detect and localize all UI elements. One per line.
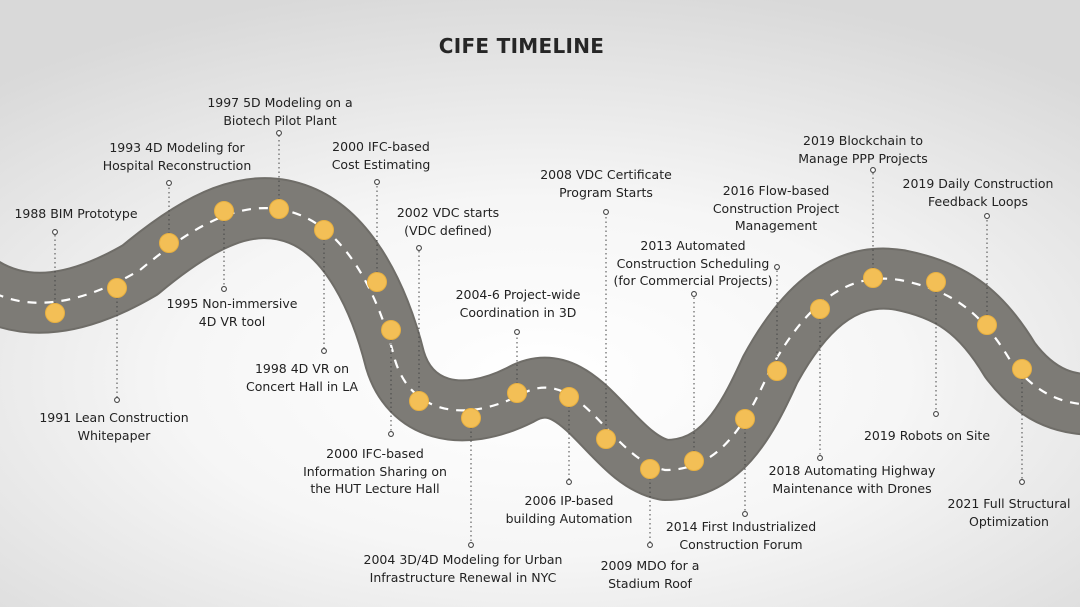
milestone-label: 2004 3D/4D Modeling for Urban Infrastruc…	[363, 552, 563, 585]
milestone-label: 1991 Lean Construction Whitepaper	[39, 410, 189, 443]
milestone-dot	[596, 429, 616, 449]
milestone-label: 2016 Flow-based Construction Project Man…	[712, 183, 840, 233]
milestone-dot	[45, 303, 65, 323]
milestone-label: 1998 4D VR on Concert Hall in LA	[245, 361, 359, 394]
leader-end-marker	[52, 229, 58, 235]
milestone-label: 1988 BIM Prototype	[14, 206, 138, 221]
milestone-dot	[684, 451, 704, 471]
leader-end-marker	[1019, 479, 1025, 485]
leader-end-marker	[388, 431, 394, 437]
leader-end-marker	[114, 397, 120, 403]
milestone-label: 2004-6 Project-wide Coordination in 3D	[455, 287, 581, 320]
leader-end-marker	[514, 329, 520, 335]
milestone-dot	[1012, 359, 1032, 379]
milestone-dot	[863, 268, 883, 288]
milestone-label: 2014 First Industrialized Construction F…	[665, 519, 817, 552]
milestone-dot	[977, 315, 997, 335]
timeline-title: CIFE TIMELINE	[438, 34, 605, 58]
milestone-dot	[767, 361, 787, 381]
milestone-dot	[735, 409, 755, 429]
milestone-label: 2021 Full Structural Optimization	[947, 496, 1071, 529]
milestone-dot	[640, 459, 660, 479]
leader-end-marker	[774, 264, 780, 270]
milestone-dot	[159, 233, 179, 253]
leader-end-marker	[647, 542, 653, 548]
leader-end-marker	[870, 167, 876, 173]
milestone-label: 2002 VDC starts (VDC defined)	[396, 205, 500, 238]
milestone-dot	[461, 408, 481, 428]
milestone-label: 2000 IFC-based Information Sharing on th…	[303, 446, 447, 496]
milestone-dot	[559, 387, 579, 407]
milestone-label: 2019 Blockchain to Manage PPP Projects	[798, 133, 928, 166]
leader-end-marker	[416, 245, 422, 251]
leader-end-marker	[321, 348, 327, 354]
milestone-label: 2013 Automated Construction Scheduling (…	[613, 238, 773, 288]
milestone-markers	[45, 199, 1032, 479]
milestone-dot	[810, 299, 830, 319]
leader-end-marker	[566, 479, 572, 485]
milestone-label: 2019 Robots on Site	[863, 428, 991, 443]
milestone-dot	[314, 220, 334, 240]
milestone-dot	[367, 272, 387, 292]
leader-end-marker	[221, 286, 227, 292]
milestone-label: 1997 5D Modeling on a Biotech Pilot Plan…	[207, 95, 353, 128]
milestone-dot	[214, 201, 234, 221]
leader-end-marker	[691, 291, 697, 297]
leader-end-marker	[276, 130, 282, 136]
leader-end-marker	[603, 209, 609, 215]
leader-end-marker	[468, 542, 474, 548]
milestone-label: 2000 IFC-based Cost Estimating	[331, 139, 431, 172]
milestone-label: 1995 Non-immersive 4D VR tool	[166, 296, 298, 329]
milestone-label: 2006 IP-based building Automation	[505, 493, 633, 526]
leader-end-marker	[933, 411, 939, 417]
milestone-dot	[926, 272, 946, 292]
leader-end-marker	[742, 511, 748, 517]
milestone-dot	[409, 391, 429, 411]
leader-end-marker	[166, 180, 172, 186]
milestone-dot	[381, 320, 401, 340]
leader-end-marker	[374, 179, 380, 185]
leader-end-marker	[817, 455, 823, 461]
milestone-dot	[507, 383, 527, 403]
milestone-label: 2009 MDO for a Stadium Roof	[600, 558, 700, 591]
leader-end-marker	[984, 213, 990, 219]
milestone-label: 2019 Daily Construction Feedback Loops	[902, 176, 1054, 209]
milestone-label: 2018 Automating Highway Maintenance with…	[768, 463, 936, 496]
milestone-label: 2008 VDC Certificate Program Starts	[540, 167, 672, 200]
milestone-dot	[107, 278, 127, 298]
milestone-dot	[269, 199, 289, 219]
milestone-label: 1993 4D Modeling for Hospital Reconstruc…	[102, 140, 252, 173]
